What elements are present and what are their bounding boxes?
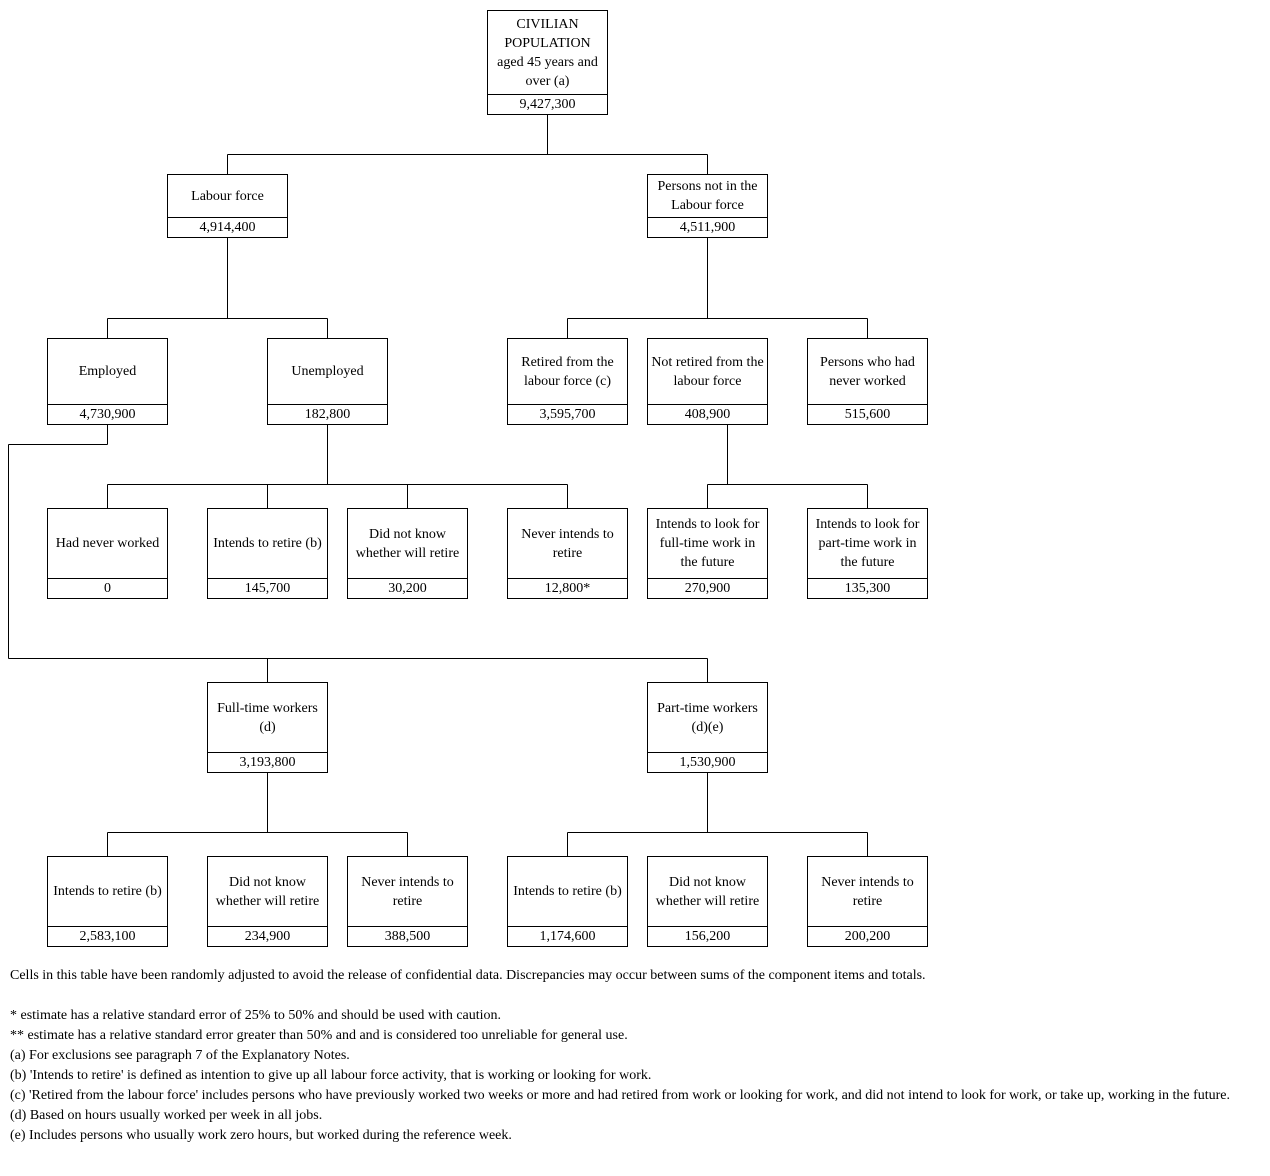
node-label: Had never worked: [55, 536, 160, 551]
node-value: 0: [48, 578, 167, 598]
node-label: Intends to retire (b): [513, 884, 622, 899]
unemployed-never-intends-box: Never intends to retire 12,800*: [507, 508, 628, 599]
node-value: 156,200: [648, 926, 767, 946]
node-label: Intends to retire (b): [213, 536, 322, 551]
full-time-intends-to-retire-box: Intends to retire (b) 2,583,100: [47, 856, 168, 947]
part-time-intends-to-retire-box: Intends to retire (b) 1,174,600: [507, 856, 628, 947]
node-label: Persons not in the Labour force: [657, 179, 758, 213]
confidentiality-note: Cells in this table have been randomly a…: [10, 968, 926, 983]
node-label: Did not know whether will retire: [355, 526, 460, 561]
node-value: 12,800*: [508, 578, 627, 598]
unemployed-box: Unemployed 182,800: [267, 338, 388, 425]
node-label: Persons who had never worked: [820, 354, 915, 389]
node-value: 3,595,700: [508, 404, 627, 424]
part-time-workers-box: Part-time workers (d)(e) 1,530,900: [647, 682, 768, 773]
node-value: 145,700: [208, 578, 327, 598]
node-label: Employed: [78, 364, 137, 379]
intends-full-time-work-box: Intends to look for full-time work in th…: [647, 508, 768, 599]
footnote-a: (a) For exclusions see paragraph 7 of th…: [10, 1048, 350, 1063]
labour-force-tree-diagram: CIVILIAN POPULATION aged 45 years and ov…: [8, 10, 928, 947]
employed-box: Employed 4,730,900: [47, 338, 168, 425]
unemployed-did-not-know-box: Did not know whether will retire 30,200: [347, 508, 468, 599]
full-time-did-not-know-box: Did not know whether will retire 234,900: [207, 856, 328, 947]
node-label: Not retired from the labour force: [651, 354, 764, 389]
civilian-population-box: CIVILIAN POPULATION aged 45 years and ov…: [487, 10, 608, 115]
unemployed-had-never-worked-box: Had never worked 0: [47, 508, 168, 599]
part-time-did-not-know-box: Did not know whether will retire 156,200: [647, 856, 768, 947]
footnotes: Cells in this table have been randomly a…: [10, 966, 1265, 1146]
node-value: 135,300: [808, 578, 927, 598]
not-retired-box: Not retired from the labour force 408,90…: [647, 338, 768, 425]
footnote-b: (b) 'Intends to retire' is defined as in…: [10, 1068, 652, 1083]
footnote-star: * estimate has a relative standard error…: [10, 1008, 502, 1023]
node-value: 9,427,300: [488, 94, 607, 114]
footnote-e: (e) Includes persons who usually work ze…: [10, 1128, 512, 1143]
footnote-double-star: ** estimate has a relative standard erro…: [10, 1028, 628, 1043]
node-value: 182,800: [268, 404, 387, 424]
never-worked-persons-box: Persons who had never worked 515,600: [807, 338, 928, 425]
full-time-workers-box: Full-time workers (d) 3,193,800: [207, 682, 328, 773]
node-label: Did not know whether will retire: [215, 874, 320, 909]
node-label: Did not know whether will retire: [655, 874, 760, 909]
node-value: 1,174,600: [508, 926, 627, 946]
retired-box: Retired from the labour force (c) 3,595,…: [507, 338, 628, 425]
node-label: Intends to look for part-time work in th…: [815, 517, 920, 570]
node-value: 4,730,900: [48, 404, 167, 424]
node-value: 1,530,900: [648, 752, 767, 772]
node-value: 408,900: [648, 404, 767, 424]
node-label: CIVILIAN POPULATION aged 45 years and ov…: [497, 16, 598, 89]
node-label: Part-time workers (d)(e): [657, 700, 758, 735]
node-value: 388,500: [348, 926, 467, 946]
node-label: Never intends to retire: [521, 526, 614, 561]
node-label: Labour force: [191, 188, 264, 204]
footnote-c: (c) 'Retired from the labour force' incl…: [10, 1088, 1231, 1103]
node-label: Never intends to retire: [361, 874, 454, 909]
node-value: 234,900: [208, 926, 327, 946]
connector-lines: [8, 115, 868, 856]
node-value: 30,200: [348, 578, 467, 598]
node-label: Unemployed: [291, 364, 364, 379]
node-value: 4,914,400: [168, 217, 287, 237]
node-value: 2,583,100: [48, 926, 167, 946]
node-label: Intends to look for full-time work in th…: [655, 517, 760, 570]
node-value: 4,511,900: [648, 217, 767, 237]
intends-part-time-work-box: Intends to look for part-time work in th…: [807, 508, 928, 599]
node-label: Never intends to retire: [821, 874, 914, 909]
unemployed-intends-to-retire-box: Intends to retire (b) 145,700: [207, 508, 328, 599]
node-value: 200,200: [808, 926, 927, 946]
part-time-never-intends-box: Never intends to retire 200,200: [807, 856, 928, 947]
node-value: 3,193,800: [208, 752, 327, 772]
node-label: Intends to retire (b): [53, 884, 162, 899]
node-label: Retired from the labour force (c): [521, 354, 614, 389]
node-value: 270,900: [648, 578, 767, 598]
footnote-d: (d) Based on hours usually worked per we…: [10, 1108, 323, 1123]
labour-force-box: Labour force 4,914,400: [167, 174, 288, 238]
node-value: 515,600: [808, 404, 927, 424]
full-time-never-intends-box: Never intends to retire 388,500: [347, 856, 468, 947]
not-in-labour-force-box: Persons not in the Labour force 4,511,90…: [647, 174, 768, 238]
node-label: Full-time workers (d): [217, 700, 318, 735]
